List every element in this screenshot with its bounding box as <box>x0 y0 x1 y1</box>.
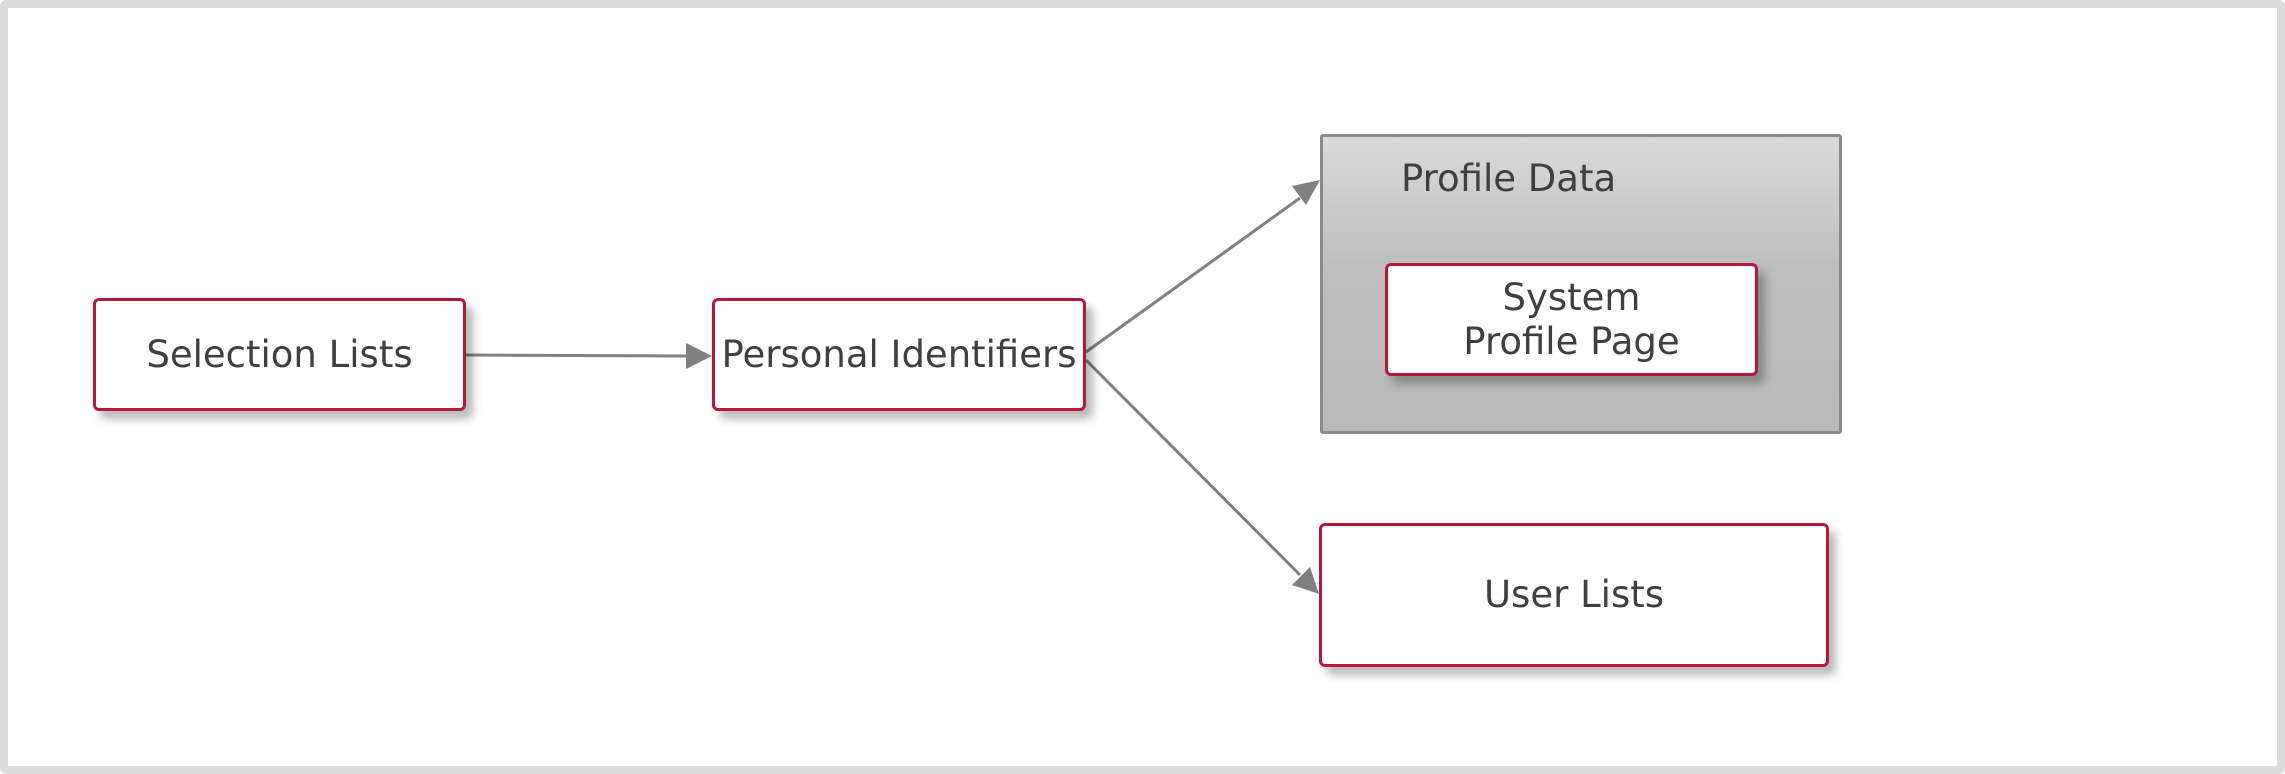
node-selection-lists[interactable]: Selection Lists <box>93 298 466 411</box>
node-label: User Lists <box>1483 573 1665 616</box>
node-user-lists[interactable]: User Lists <box>1319 523 1829 667</box>
group-title: Profile Data <box>1401 157 1617 200</box>
node-personal-identifiers[interactable]: Personal Identifiers <box>712 298 1086 411</box>
node-label: Selection Lists <box>146 332 413 376</box>
node-system-profile-page[interactable]: System Profile Page <box>1385 263 1758 376</box>
node-label: Personal Identifiers <box>721 332 1077 376</box>
node-label: System Profile Page <box>1463 275 1680 363</box>
